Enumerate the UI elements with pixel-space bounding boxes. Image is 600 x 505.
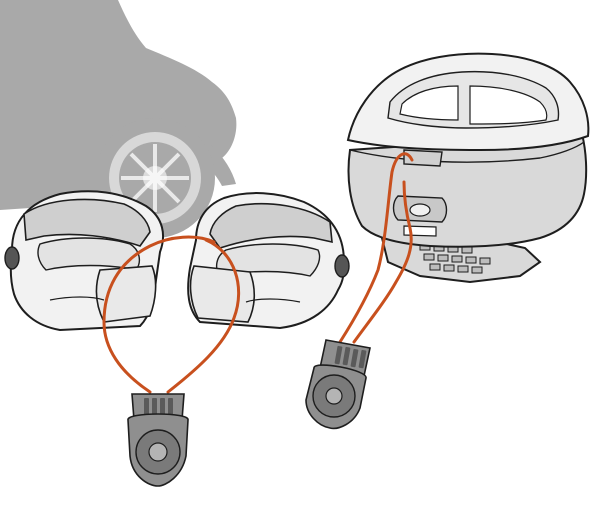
top-case-latch	[403, 149, 443, 167]
cable-lock-topcase-button	[325, 387, 343, 405]
helmet-left-pivot	[4, 246, 20, 270]
helmet-left-visor	[23, 198, 151, 247]
top-case-rim	[349, 141, 585, 163]
cable-lock-helmets-dials	[144, 398, 173, 416]
top-case-lid-window	[399, 85, 459, 121]
cable-lock-helmets-button	[148, 442, 168, 462]
cable-topcase-left	[338, 152, 414, 344]
cable-lock-topcase	[305, 339, 371, 430]
helmet-right-chinbar	[189, 265, 256, 323]
cable-lock-topcase-dials	[334, 345, 367, 369]
helmet-right-chinbar-line	[245, 298, 301, 303]
helmet-left	[4, 190, 164, 332]
top-case-lid-window-2	[469, 85, 548, 125]
top-case-base-grid	[419, 243, 491, 274]
helmet-left-chinbar	[95, 265, 157, 323]
cable-topcase-right	[352, 180, 413, 344]
cable-lock-helmets	[127, 393, 189, 487]
cable-helmets-right	[166, 238, 241, 394]
helmet-right-visor	[209, 202, 333, 249]
cables	[102, 152, 414, 394]
helmet-right-pivot	[334, 254, 350, 278]
helmet-right	[187, 192, 350, 330]
top-case-lock-barrel	[409, 203, 431, 217]
cable-helmets-left	[102, 235, 216, 394]
helmet-left-chinbar-line	[49, 296, 105, 301]
